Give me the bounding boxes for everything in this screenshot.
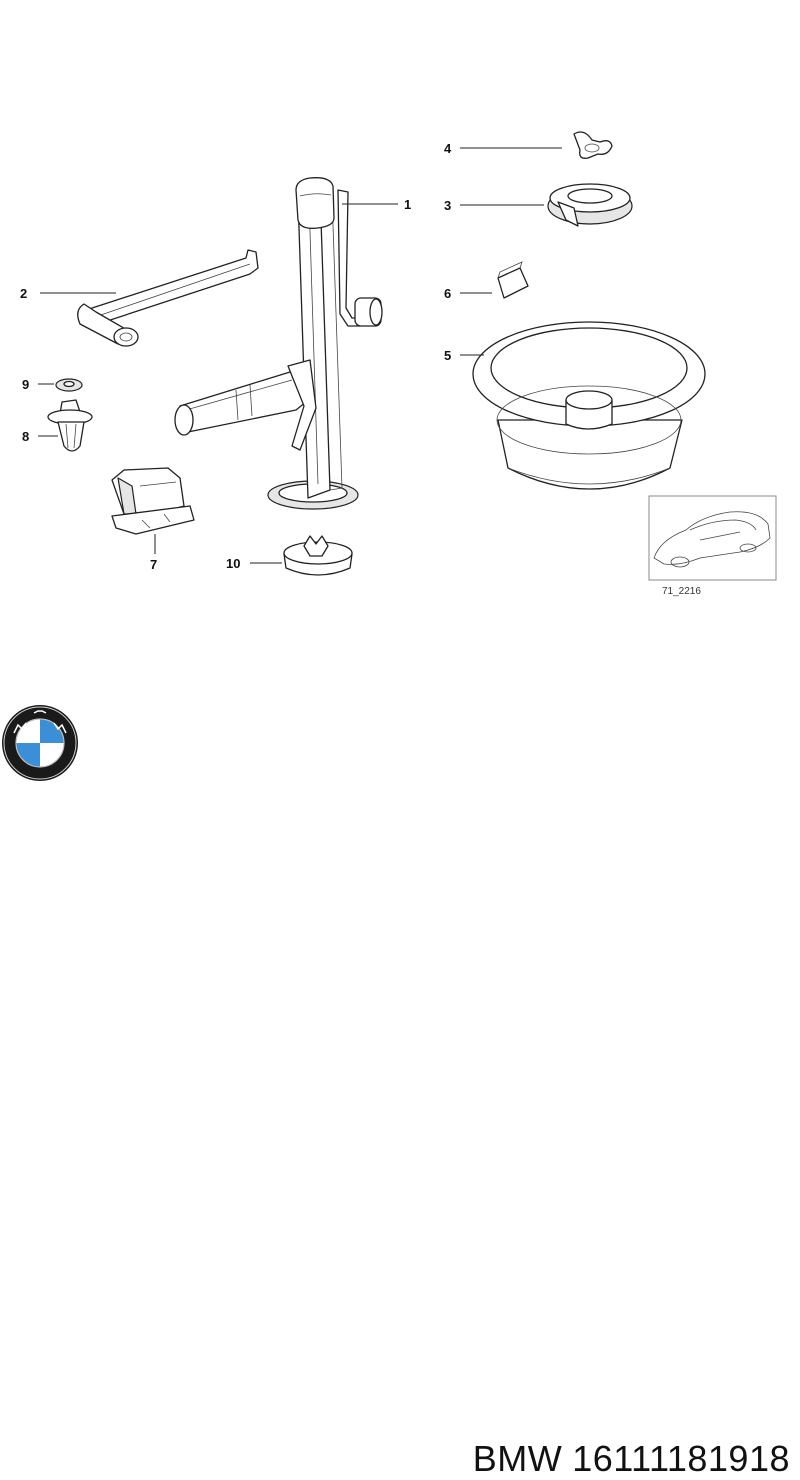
wing-nut-part-4	[460, 131, 613, 159]
spare-wheel-tray-part-5	[460, 321, 706, 490]
expanding-rivet-part-8	[38, 399, 93, 452]
wheel-wrench-part-2	[40, 249, 259, 347]
callout-9: 9	[22, 377, 29, 392]
jack-part-1	[174, 177, 398, 510]
holder-clip-part-7	[111, 467, 195, 554]
callout-3: 3	[444, 198, 451, 213]
callout-7: 7	[150, 557, 157, 572]
callout-1: 1	[404, 197, 411, 212]
part-number: 16111181918	[572, 1438, 790, 1479]
parts-diagram: 1 2 3 4 5 6 7 8 9 10 71_2216	[20, 131, 777, 597]
centering-cup-part-3	[460, 183, 633, 227]
bmw-logo-icon	[2, 705, 78, 781]
brand-name: BMW	[472, 1438, 563, 1479]
callout-10: 10	[226, 556, 240, 571]
washer-part-9	[38, 378, 83, 392]
callout-6: 6	[444, 286, 451, 301]
callout-2: 2	[20, 286, 27, 301]
pad-part-6	[460, 261, 529, 299]
callout-4: 4	[444, 141, 452, 156]
base-cap-part-10	[250, 535, 353, 576]
callout-8: 8	[22, 429, 29, 444]
reference-code: 71_2216	[662, 586, 701, 597]
vehicle-thumbnail	[648, 495, 777, 581]
callout-5: 5	[444, 348, 451, 363]
